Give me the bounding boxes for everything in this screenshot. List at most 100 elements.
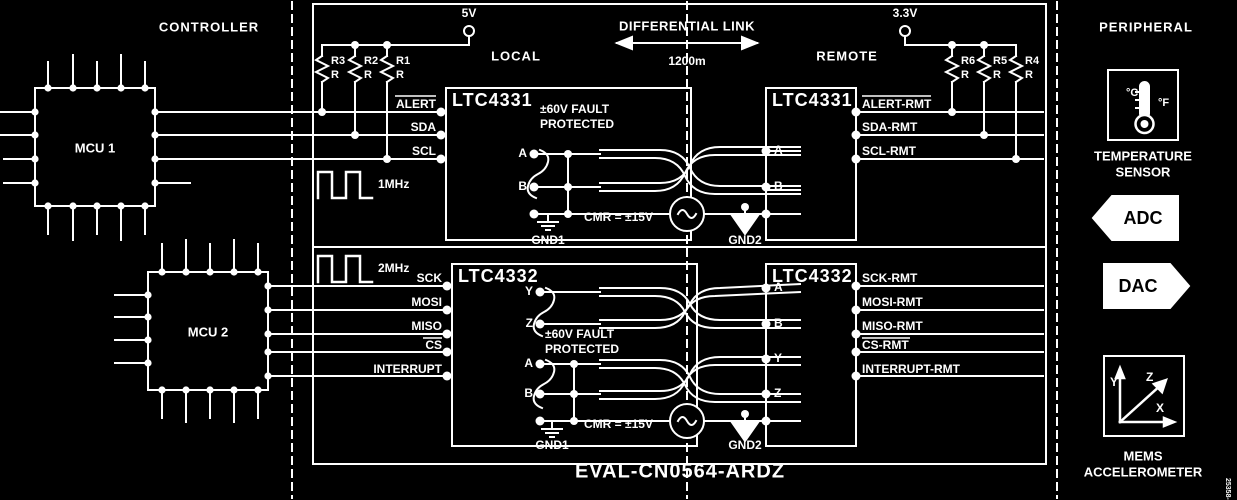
resistor-r1-value: R [396,69,404,81]
ltc4332-local-ab-brace [532,358,556,410]
resistor-r5-value: R [993,69,1001,81]
link-arrow-right-head [741,35,760,51]
thermometer-fahrenheit-label: °F [1158,97,1169,109]
spi-local-shield-nodes [570,360,578,425]
i2c-signal-sda-rmt: SDA-RMT [862,120,918,134]
i2c-cmr-label: CMR = ±15V [584,210,653,224]
spi-signal-miso: MISO [411,319,442,333]
resistor-r4-value: R [1025,69,1033,81]
mcu1-right-pins [154,111,439,184]
mcu1-top-pads [44,84,149,92]
mcu2-bottom-pins [161,389,259,423]
section-label-controller: CONTROLLER [159,19,259,34]
i2c-gnd2-node [741,203,749,211]
resistor-r1-ref: R1 [396,55,410,67]
clock-label-i2c: 1MHz [378,177,409,191]
mcu1-bottom-pads [44,202,149,210]
spi-cmr-label: CMR = ±15V [584,417,653,431]
link-arrow [614,35,760,51]
accelerometer-axis-y: Y [1110,375,1118,389]
ltc4331-remote-right-pads [851,107,861,164]
mcu1-top-pins [47,54,146,89]
resistor-r3-ref: R3 [331,55,345,67]
i2c-signal-alert-rmt: ALERT-RMT [862,97,932,111]
spi-signal-cs-rmt: CS-RMT [862,338,909,352]
mcu1-label: MCU 1 [75,140,115,155]
mcu2-right-pads [264,282,272,380]
mcu1-left-pads [31,108,39,187]
mcu2-left-pins [114,294,149,364]
spi-signal-mosi-rmt: MOSI-RMT [862,295,923,309]
i2c-signal-sda: SDA [411,120,437,134]
i2c-cmr-sine [676,209,698,219]
mcu1-bottom-pins [47,205,146,241]
spi-gnd2-node [741,410,749,418]
resistor-r4-ref: R4 [1025,55,1040,67]
ltc4332-remote-label: LTC4332 [772,266,853,286]
section-label-local: LOCAL [491,48,541,63]
figure-id: 25358-009 [1224,478,1231,500]
ltc4331-remote-body [765,87,857,241]
spi-local-pin-a: A [524,356,533,370]
accelerometer-axis-z: Z [1146,370,1153,384]
adc-pentagon [1091,195,1179,241]
i2c-local-shield-nodes [564,150,572,218]
ltc4332-local-left-pads [442,281,452,381]
resistor-r4 [1007,54,1025,84]
dac-pentagon [1103,263,1191,309]
spi-remote-pin-b: B [774,316,783,330]
i2c-gnd2-label: GND2 [728,233,762,247]
spi-remote-pin-a: A [774,280,783,294]
link-distance-label: 1200m [668,54,705,68]
board-title: EVAL-CN0564-ARDZ [575,460,785,482]
accelerometer-icon [1114,364,1178,428]
i2c-local-pin-a: A [518,146,527,160]
ltc4332-local-label: LTC4332 [458,266,539,286]
supply-5v-junctions [351,41,391,49]
spi-local-pin-z: Z [526,316,533,330]
pullup-junctions-local [318,108,391,163]
ltc4331-local-label: LTC4331 [452,90,533,110]
i2c-fault-note-line1: ±60V FAULT [540,102,610,116]
resistor-r5 [975,54,993,84]
supply-3v3-junctions [948,41,988,49]
i2c-twisted-pair [599,146,801,195]
supply-3v3-label: 3.3V [893,6,918,20]
clock-waveform-spi [316,254,374,284]
ltc4332-local-body [451,263,698,447]
spi-signal-interrupt-rmt: INTERRUPT-RMT [862,362,961,376]
spi-gnd2-label: GND2 [728,438,762,452]
ltc4332-local-yz-brace [532,286,556,338]
i2c-local-pin-b: B [518,179,527,193]
mcu2-bottom-pads [158,386,262,394]
spi-local-pin-b: B [524,386,533,400]
accelerometer-label-line1: MEMS [1124,448,1163,463]
spi-gnd1-label: GND1 [535,438,569,452]
ltc4331-local-diff-brace [526,148,550,200]
spi-fault-note-line1: ±60V FAULT [545,327,615,341]
spi-remote-pin-y: Y [774,351,782,365]
i2c-remote-pin-a: A [774,143,783,157]
resistor-r1 [378,54,396,84]
resistor-r2 [346,54,364,84]
section-label-link: DIFFERENTIAL LINK [619,18,755,33]
i2c-signal-alert: ALERT [396,97,437,111]
ltc4332-remote-left-pads [761,283,771,426]
spi-local-pin-y: Y [525,284,533,298]
temperature-sensor-label-line2: SENSOR [1116,164,1172,179]
i2c-gnd1-label: GND1 [531,233,565,247]
spi-signal-miso-rmt: MISO-RMT [862,319,923,333]
section-label-remote: REMOTE [816,48,878,63]
spi-signal-cs: CS [425,338,442,352]
spi-remote-right-nets [855,285,1044,377]
spi-twisted-pair-upper [599,282,802,329]
mcu1-left-pins [0,111,36,184]
adc-label: ADC [1124,208,1163,228]
mcu2-left-pads [144,291,152,367]
spi-remote-pin-z: Z [774,386,781,400]
spi-signal-sck: SCK [417,271,443,285]
resistor-r6-value: R [961,69,969,81]
